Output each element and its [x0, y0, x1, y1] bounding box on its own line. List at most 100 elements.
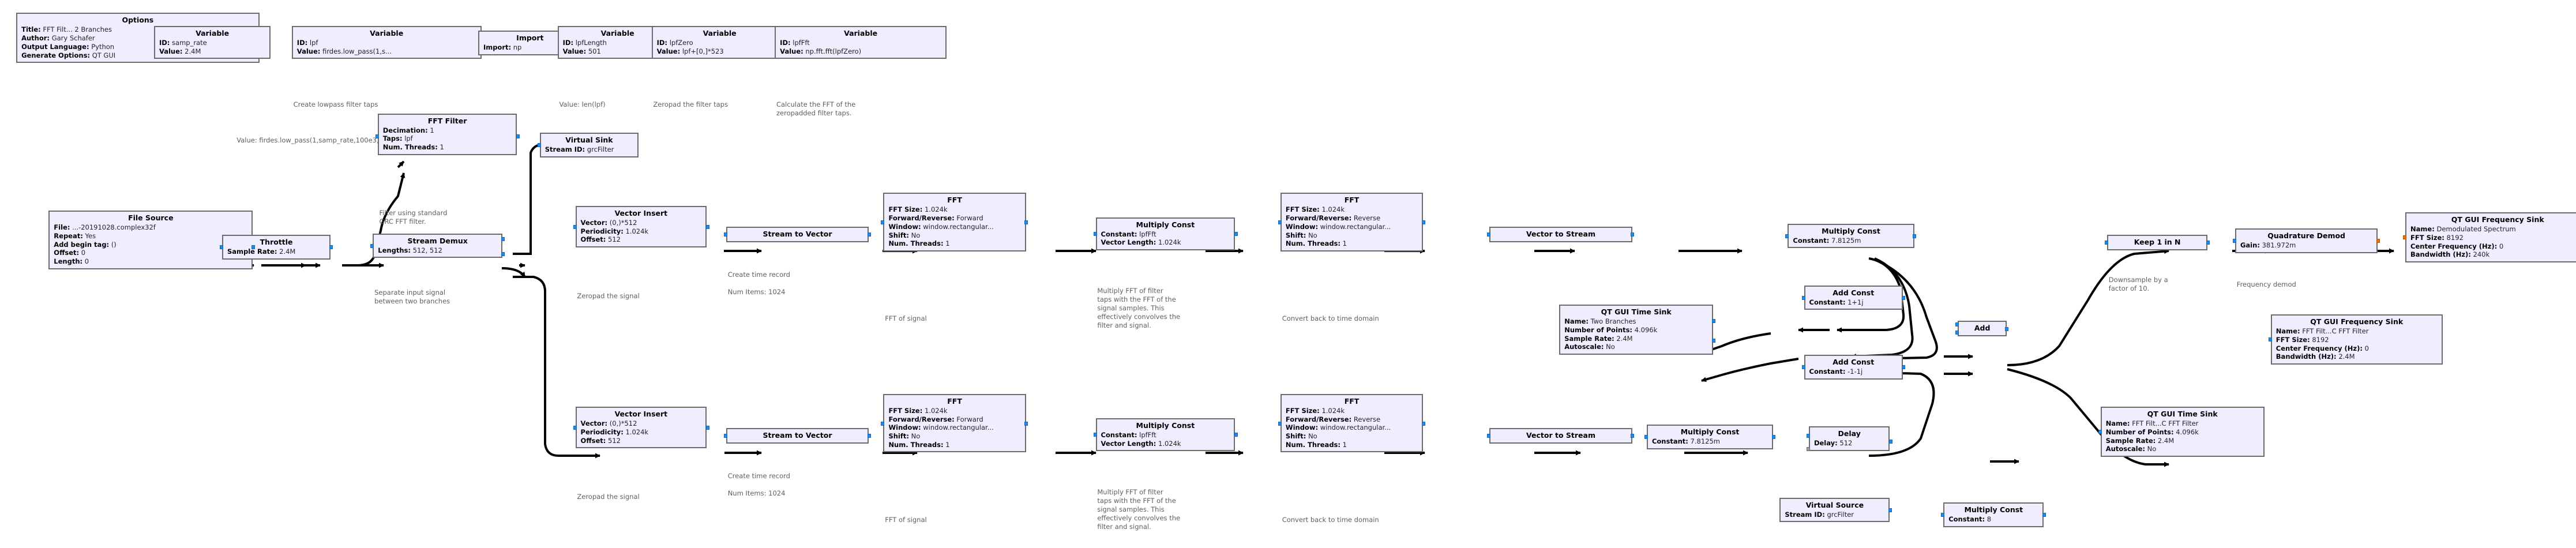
block-param-key: Generate Options: — [21, 51, 91, 59]
port-in-fft_fwd_bot[interactable] — [881, 421, 884, 426]
port-in-fft_rev_top[interactable] — [1278, 220, 1282, 224]
port-out-s2v_top[interactable] — [868, 232, 871, 237]
stream-to-vector-bottom-block[interactable]: Stream to Vector — [726, 427, 869, 444]
port-out-v2s_bot[interactable] — [1631, 434, 1634, 438]
port-in-v2s_top[interactable] — [1487, 232, 1490, 237]
port-in-vec_insert_bot[interactable] — [573, 425, 577, 430]
port-out-s2v_bot[interactable] — [868, 434, 871, 438]
port-out-fft_filter[interactable] — [516, 134, 520, 139]
stream-to-vector-top-block[interactable]: Stream to Vector — [726, 227, 869, 243]
port-in-mult_const_top[interactable] — [1094, 232, 1097, 236]
port-in-qt_freq_fft_filter[interactable] — [2269, 337, 2272, 341]
port-in-add_const_top[interactable] — [1902, 296, 1905, 300]
port-in-s2v_bot[interactable] — [724, 434, 727, 438]
block-param-key: Decimation: — [382, 126, 428, 134]
port-in0-qt_time_sink_two[interactable] — [1712, 319, 1715, 324]
vector-to-stream-top-block[interactable]: Vector to Stream — [1489, 227, 1632, 243]
port-out-file_source[interactable] — [251, 245, 255, 249]
port-out-mult_const_top[interactable] — [1234, 232, 1238, 236]
block-param-key: Offset: — [54, 249, 80, 257]
port-in-mult_scale_bot[interactable] — [1644, 435, 1648, 439]
vector-to-stream-bottom-block[interactable]: Vector to Stream — [1489, 427, 1632, 444]
port-dly-delay[interactable] — [1807, 447, 1810, 452]
port-out-quad_demod[interactable] — [2376, 239, 2380, 243]
port-out-mult_scale_top[interactable] — [1913, 234, 1916, 238]
add-block[interactable]: Add — [1958, 321, 2007, 337]
port-out-mult_const_virt[interactable] — [2042, 513, 2046, 517]
port-out-mult_scale_bot[interactable] — [1772, 435, 1775, 439]
port-out-throttle[interactable] — [329, 245, 333, 249]
port-in-vec_insert_top[interactable] — [573, 224, 577, 229]
port-out-add_const_top[interactable] — [1802, 296, 1805, 300]
port-out-add_block[interactable] — [2005, 327, 2008, 332]
port-in1-qt_time_sink_two[interactable] — [1712, 339, 1715, 343]
port-out-fft_fwd_top[interactable] — [1024, 220, 1028, 224]
port-in-throttle[interactable] — [220, 245, 223, 249]
port-in-v2s_bot[interactable] — [1487, 434, 1490, 438]
port-in-fft_rev_bot[interactable] — [1278, 421, 1282, 426]
port-out-virtual_source[interactable] — [1888, 508, 1892, 512]
port-in-mult_const_bot[interactable] — [1094, 433, 1097, 437]
port-in-delay[interactable] — [1807, 433, 1810, 438]
port-in-mult_const_virt[interactable] — [1941, 513, 1944, 517]
port-in-quad_demod[interactable] — [2233, 239, 2236, 243]
port-out0-stream_demux[interactable] — [501, 237, 505, 241]
port-in-keep1inN[interactable] — [2105, 241, 2108, 245]
port-out-add_const_bot[interactable] — [1802, 365, 1805, 369]
port-out-fft_fwd_bot[interactable] — [1024, 421, 1028, 426]
port-out-mult_const_bot[interactable] — [1234, 433, 1238, 437]
port-in-fft_fwd_top[interactable] — [881, 220, 884, 224]
port-out1-stream_demux[interactable] — [501, 252, 505, 256]
port-out-fft_rev_top[interactable] — [1422, 220, 1425, 224]
port-out-vec_insert_top[interactable] — [706, 224, 709, 229]
port-in-add_const_bot[interactable] — [1902, 365, 1905, 369]
port-out-delay[interactable] — [1889, 440, 1892, 444]
block-title: Variable — [703, 28, 737, 37]
block-param-value: 0 — [84, 257, 89, 266]
port-in0-add_block[interactable] — [1955, 322, 1959, 327]
port-out-v2s_top[interactable] — [1631, 232, 1634, 237]
port-out-fft_rev_bot[interactable] — [1422, 421, 1425, 426]
port-in-mult_scale_top[interactable] — [1785, 234, 1789, 238]
port-in-fft_filter[interactable] — [375, 134, 379, 139]
port-in-qt_time_sink_fft[interactable] — [2098, 430, 2102, 434]
keep-1-in-n-block[interactable]: Keep 1 in N — [2107, 235, 2208, 251]
port-in-virtual_sink[interactable] — [538, 143, 541, 147]
port-out-keep1inN[interactable] — [2206, 241, 2210, 245]
port-in-s2v_top[interactable] — [724, 232, 727, 237]
block-param-key: Stream ID: — [1785, 510, 1825, 519]
port-out-vec_insert_bot[interactable] — [706, 425, 709, 430]
port-in-qt_freq_demod[interactable] — [2403, 235, 2406, 239]
port-in-stream_demux[interactable] — [370, 244, 374, 248]
port-in1-add_block[interactable] — [1955, 330, 1959, 335]
